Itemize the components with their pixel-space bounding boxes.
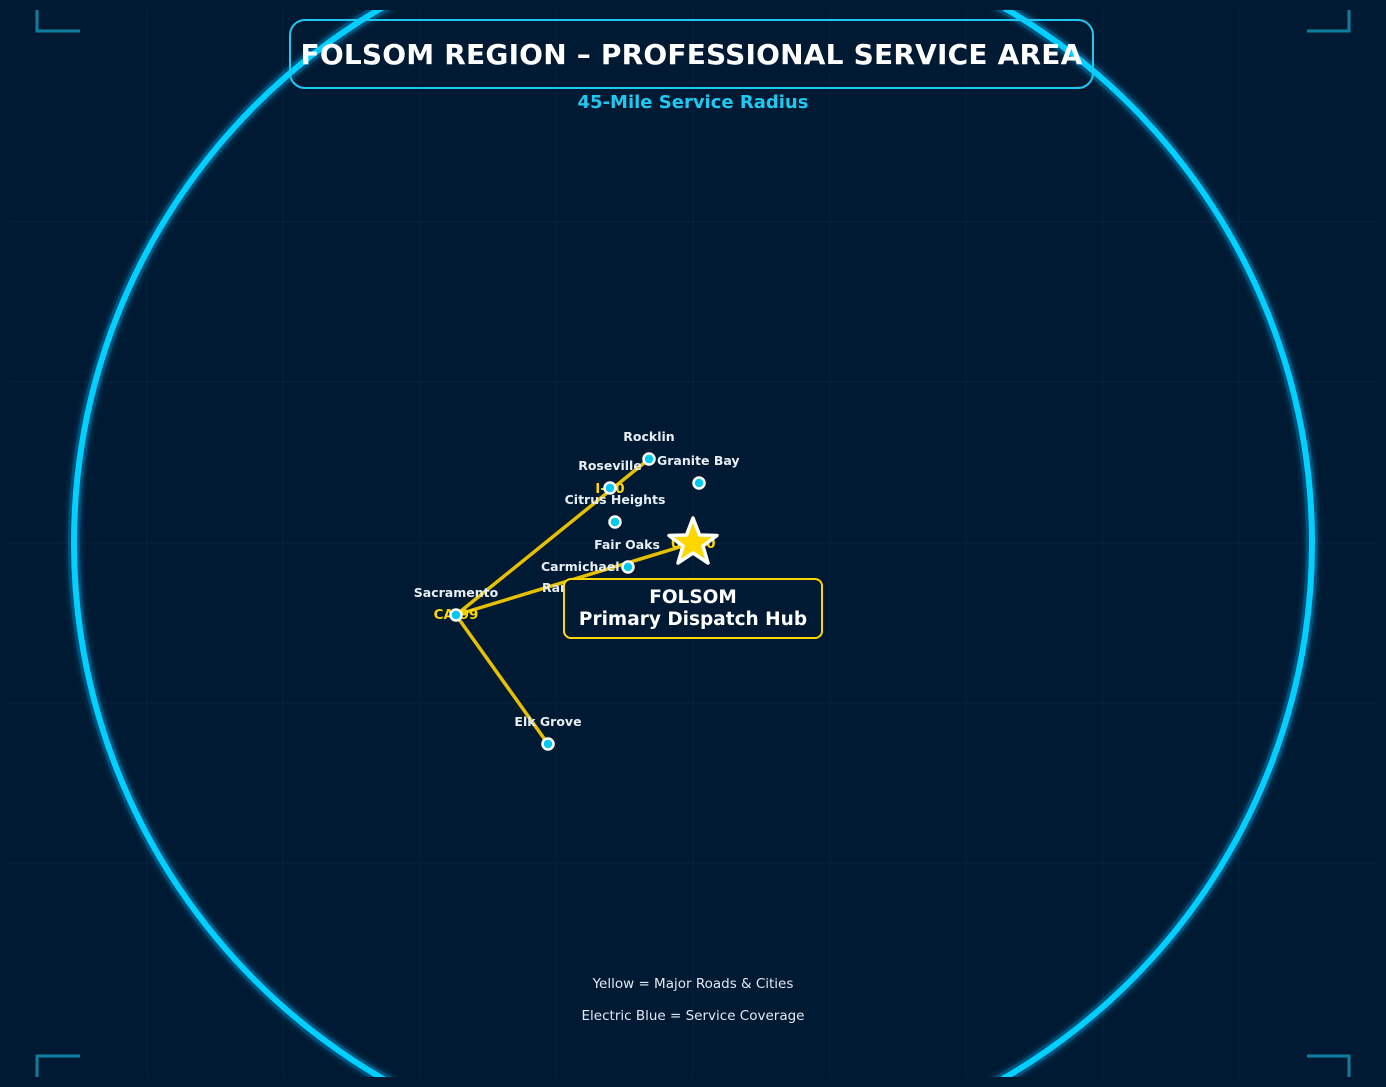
city-label-rocklin: Rocklin <box>623 429 674 444</box>
road-ca99 <box>454 613 550 746</box>
corner-brackets <box>35 10 1351 1077</box>
page-title: FOLSOM REGION – PROFESSIONAL SERVICE ARE… <box>289 19 1094 89</box>
city-marker-elk-grove <box>541 737 555 751</box>
city-markers <box>449 452 706 751</box>
hub-name: FOLSOM <box>649 587 737 608</box>
legend-coverage: Electric Blue = Service Coverage <box>581 1008 805 1024</box>
hub-callout: FOLSOM Primary Dispatch Hub <box>563 578 823 639</box>
page-subtitle: 45-Mile Service Radius <box>577 92 809 113</box>
service-radius-circle <box>68 10 1318 1077</box>
city-marker-roseville <box>603 481 617 495</box>
city-label-citrus-heights: Citrus Heights <box>565 492 666 507</box>
city-labels: Rocklin Granite Bay Roseville Citrus Hei… <box>414 429 740 729</box>
city-label-elk-grove: Elk Grove <box>514 714 581 729</box>
city-label-carmichael: Carmichael <box>541 559 620 574</box>
city-label-granite-bay: Granite Bay <box>657 453 740 468</box>
road-i80 <box>454 457 651 617</box>
city-label-fair-oaks: Fair Oaks <box>594 537 660 552</box>
star-icon <box>667 516 719 565</box>
legend-roads: Yellow = Major Roads & Cities <box>592 976 794 992</box>
hub-description: Primary Dispatch Hub <box>578 609 808 630</box>
city-label-roseville: Roseville <box>578 458 642 473</box>
city-marker-rocklin <box>642 452 656 466</box>
city-marker-sacramento <box>449 608 463 622</box>
city-marker-granite-bay <box>692 476 706 490</box>
city-marker-citrus-heights <box>608 515 622 529</box>
city-label-sacramento: Sacramento <box>414 585 499 600</box>
city-marker-carmichael <box>621 560 635 574</box>
